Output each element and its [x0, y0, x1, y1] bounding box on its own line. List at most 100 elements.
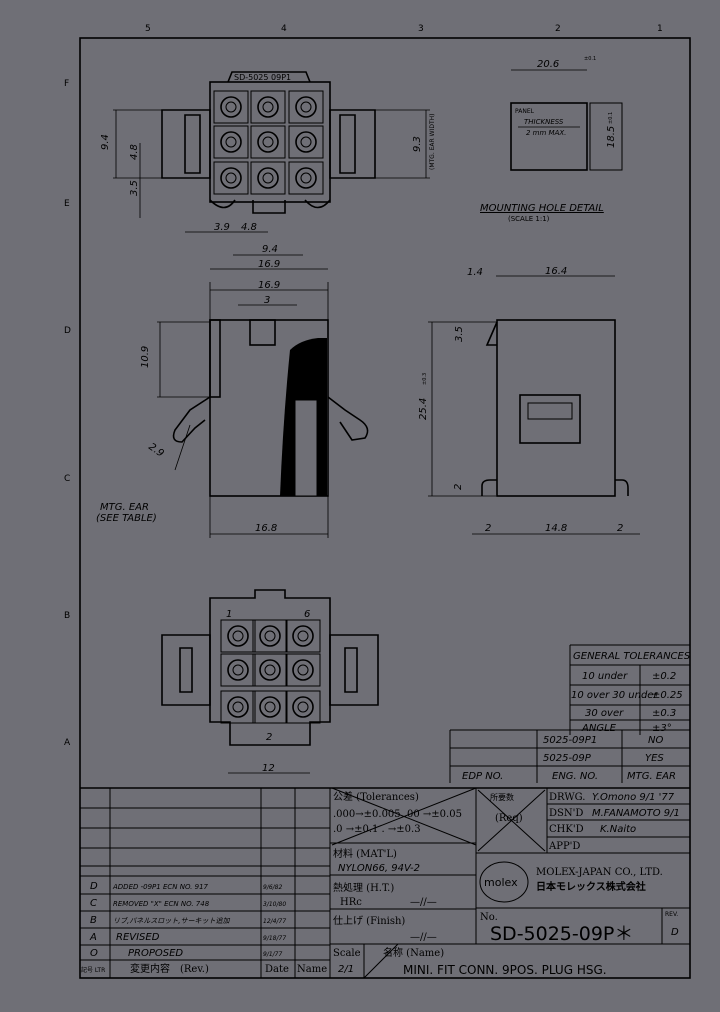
- cavity-outline: [213, 90, 249, 124]
- drwg-label: DRWG.: [549, 792, 585, 803]
- bottom-left-2: 2: [485, 523, 491, 534]
- rev-desc: REMOVED "X" ECN NO. 748: [113, 900, 210, 908]
- gt-tol: ±0.3: [652, 708, 676, 719]
- dim-9-4: 9.4: [100, 134, 111, 150]
- pin-cavity: [292, 696, 314, 718]
- pin-cavity: [264, 701, 276, 713]
- pin-cavity: [259, 696, 281, 718]
- bottom-right-2: 2: [617, 523, 623, 534]
- drawing-no-label: No.: [480, 912, 498, 923]
- top-view: SD-5025 09P1 9.4 4.8 3.5 3.9 4.8 9.4 16.…: [100, 71, 436, 270]
- pin-cavity: [292, 625, 314, 647]
- top-dim: 16.9: [258, 280, 280, 291]
- tolerances-line1: .000→±0.005 .00 →±0.05: [333, 809, 462, 820]
- height-dim: 10.9: [140, 346, 151, 368]
- side-height-tol: ±0.3: [422, 373, 428, 385]
- bottom-dim: 16.8: [255, 523, 277, 534]
- drwg-signature: Y.Omono 9/1 '77: [592, 792, 675, 803]
- cavity-outline: [252, 653, 288, 687]
- pin-cavity: [257, 96, 279, 118]
- cavity-outline: [252, 619, 288, 653]
- ear-width-note: (MTG. EAR WIDTH): [429, 114, 436, 170]
- cavity-outline: [288, 161, 324, 195]
- pin-cavity: [227, 659, 249, 681]
- bottom-view: 1 6 2 12: [161, 589, 379, 774]
- hole-height-tol: ±0.1: [608, 112, 614, 124]
- cavity-outline: [220, 619, 256, 653]
- pin-2-label: 2: [266, 732, 272, 743]
- gt-range: 10 over 30 under: [571, 690, 658, 701]
- pin-cavity: [300, 136, 312, 148]
- rev-desc: PROPOSED: [128, 948, 183, 959]
- pin-cavity: [297, 664, 309, 676]
- cavity-outline: [213, 125, 249, 159]
- finish-label: 仕上げ (Finish): [333, 914, 405, 927]
- pin-cavity: [232, 664, 244, 676]
- rev-date: 9/6/82: [263, 884, 282, 891]
- bottom-14-8: 14.8: [545, 523, 567, 534]
- cavity-outline: [220, 690, 256, 724]
- part-name: MINI. FIT CONN. 9POS. PLUG HSG.: [403, 963, 607, 977]
- pin-cavity: [264, 664, 276, 676]
- row-label: F: [64, 79, 69, 89]
- pin-cavity: [295, 131, 317, 153]
- mounting-hole-scale: (SCALE 1:1): [508, 215, 550, 223]
- row-label: E: [64, 199, 70, 209]
- pin-cavity: [227, 625, 249, 647]
- cavity-outline: [285, 653, 321, 687]
- row-label: B: [64, 611, 70, 621]
- dim-9-3: 9.3: [412, 136, 423, 152]
- col-label: 4: [281, 24, 287, 34]
- rev-letter: B: [90, 915, 97, 926]
- company-name-jp: 日本モレックス株式会社: [536, 880, 646, 893]
- scale-value: 2/1: [338, 964, 354, 975]
- mtg-ear: YES: [645, 753, 664, 764]
- panel-label: PANEL: [515, 108, 535, 115]
- row-label: D: [64, 326, 71, 336]
- side-3-5-dim: 3.5: [454, 326, 465, 342]
- gt-range: 10 under: [582, 671, 628, 682]
- finish-dash: —//—: [410, 932, 437, 943]
- pin-cavity: [220, 131, 242, 153]
- rev-date: 9/1/77: [263, 951, 282, 958]
- mtg-ear-callout: MTG. EAR: [100, 502, 149, 513]
- rev-header-name: Name: [297, 964, 327, 975]
- rev-header-date: Date: [265, 964, 289, 975]
- req-label: 所要数: [490, 792, 514, 802]
- row-label: A: [64, 738, 71, 748]
- hole-width: 20.6: [537, 59, 559, 70]
- material-label: 材料 (MAT'L): [333, 847, 397, 860]
- heat-treatment-label: 熱処理 (H.T.): [333, 881, 394, 894]
- cavity-outline: [220, 653, 256, 687]
- dim-9-4-w: 9.4: [262, 244, 278, 255]
- mounting-hole-title: MOUNTING HOLE DETAIL: [480, 203, 604, 214]
- rev-label: REV.: [665, 911, 678, 918]
- dim-3-5: 3.5: [129, 180, 140, 196]
- cavity-outline: [250, 90, 286, 124]
- rev-letter: O: [90, 948, 98, 959]
- max-label: 2 mm MAX.: [526, 129, 566, 137]
- mounting-hole-detail: 20.6 ±0.1 PANEL THICKNESS 2 mm MAX. 18.5…: [480, 56, 623, 223]
- hole-height: 18.5: [606, 126, 617, 148]
- appd-label: APP'D: [548, 841, 580, 852]
- header-eng: ENG. NO.: [552, 771, 598, 782]
- rev-header-desc: 変更内容 (Rev.): [130, 962, 209, 975]
- tolerances-line2: .0 →±0.1 . →±0.3: [333, 824, 421, 835]
- side-left-dim: 1.4: [467, 267, 483, 278]
- rev-desc: REVISED: [116, 932, 160, 943]
- pin-cavity: [262, 172, 274, 184]
- gt-title: GENERAL TOLERANCES: [573, 651, 691, 662]
- cavity-outline: [285, 619, 321, 653]
- dsnd-label: DSN'D: [549, 808, 583, 819]
- col-label: 1: [657, 24, 663, 34]
- cavity-outline: [288, 90, 324, 124]
- company-name-en: MOLEX-JAPAN CO., LTD.: [536, 867, 663, 878]
- label-plate: SD-5025 09P1: [234, 73, 291, 82]
- side-2-dim: 2: [453, 484, 464, 490]
- part-table: 5025-09P1 NO 5025-09P YES EDP NO. ENG. N…: [449, 729, 690, 783]
- thickness-label: THICKNESS: [524, 118, 564, 126]
- dsnd-signature: M.FANAMOTO 9/1: [592, 808, 680, 819]
- eng-no: 5025-09P1: [543, 735, 597, 746]
- pin-cavity: [220, 96, 242, 118]
